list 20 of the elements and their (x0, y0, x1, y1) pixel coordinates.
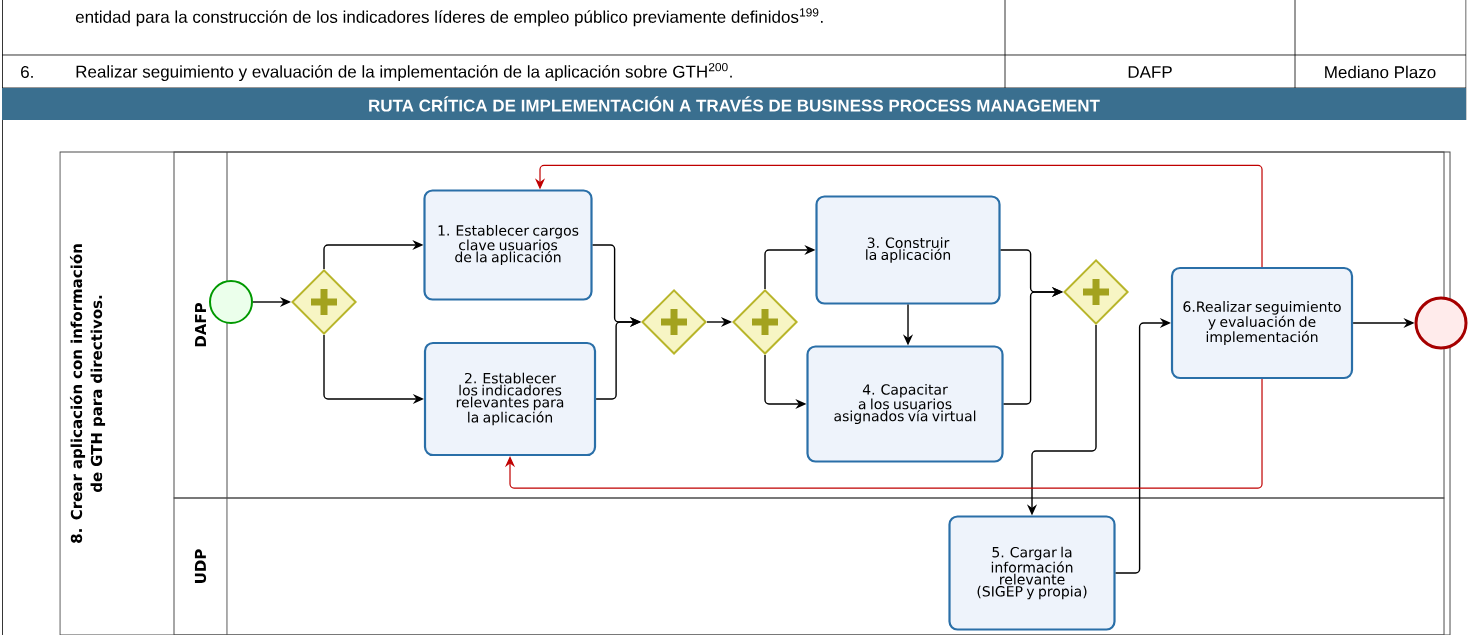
task-box: 2. Establecer los indicadores relevantes para la aplicación (423, 341, 597, 457)
gateway-diamond (641, 289, 707, 355)
end-event-circle (1414, 296, 1468, 350)
arrow (595, 316, 641, 400)
task-box: 5. Cargar la información relevante (SIGEP y propia) (948, 515, 1116, 631)
table-cell-text: DAFP (1128, 66, 1172, 78)
table-cell-text: entidad para la construcción de los indicadores líderes de empleo público previamente definidos$^{199}$. (75, 8, 823, 27)
task-box: 4. Capacitar a los usuarios asignados vía virtual (806, 345, 1004, 463)
gateway-diamond (291, 269, 357, 335)
gateway-diamond (732, 289, 798, 355)
table-cell-text: Realizar seguimiento y evaluación de la implementación de la aplicación sobre GTH$^{200}$. (76, 62, 732, 82)
row-number: 6. (21, 65, 33, 78)
task-box: 3. Construir la aplicación (815, 195, 1001, 305)
arrow (504, 378, 1263, 489)
start-event-circle (209, 280, 253, 324)
task-box: 6.Realizar seguimiento y evaluación de implementación (1170, 266, 1354, 380)
gateway-diamond (1063, 259, 1129, 325)
title-band: RUTA CRÍTICA DE IMPLEMENTACIÓN A TRAVÉS DE BUSINESS PROCESS MANAGEMENT (2, 88, 1466, 120)
task-box: 1. Establecer cargos clave usuarios de la aplicación (423, 189, 593, 301)
table-cell-text: Mediano Plazo (1325, 65, 1436, 79)
